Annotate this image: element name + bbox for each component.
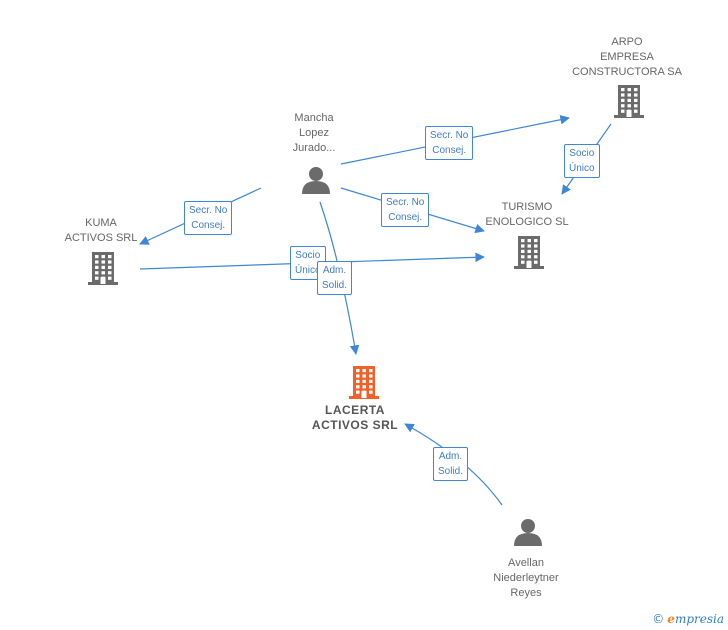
- building-icon[interactable]: [88, 252, 118, 285]
- person-icon[interactable]: [514, 519, 542, 546]
- edge-label-mancha-lacerta[interactable]: Adm.Solid.: [317, 261, 353, 295]
- brand-logo: ©empresia: [652, 612, 724, 626]
- building-icon[interactable]: [614, 85, 644, 118]
- building-icon[interactable]: [349, 366, 379, 399]
- copyright-icon: ©: [652, 612, 665, 626]
- edge-label-avellan-lacerta[interactable]: Adm.Solid.: [433, 447, 469, 481]
- building-icon[interactable]: [514, 236, 544, 269]
- person-icon[interactable]: [302, 167, 330, 194]
